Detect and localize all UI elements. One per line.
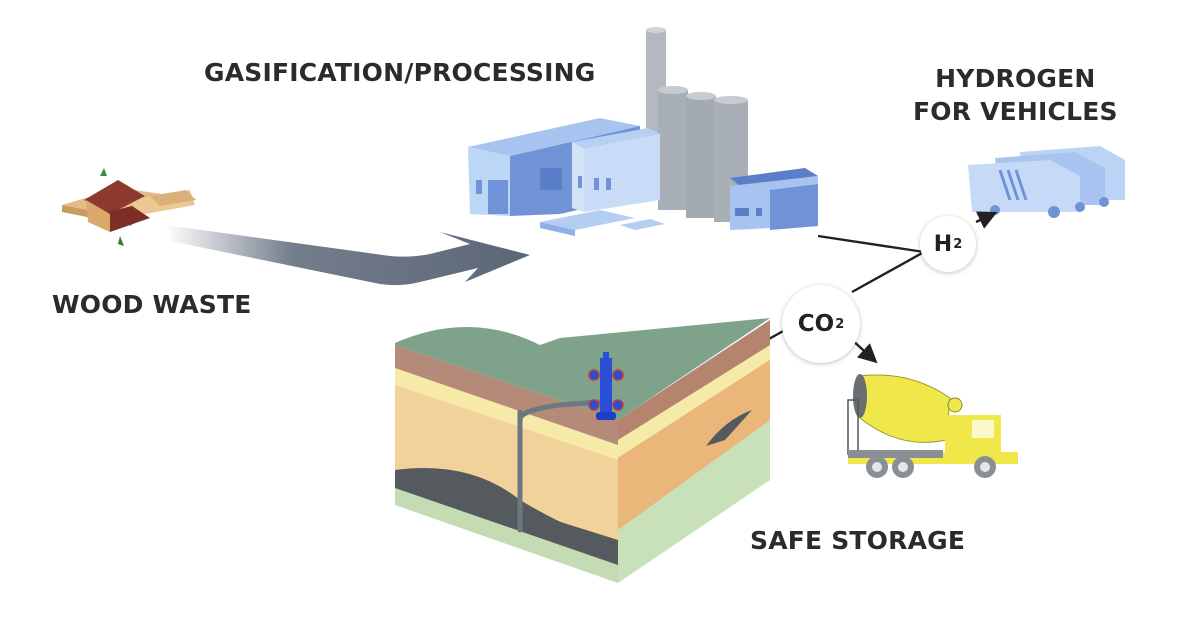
geologic-cross-section-icon bbox=[395, 318, 770, 583]
cement-mixer-icon bbox=[847, 374, 1018, 478]
h2-symbol: H bbox=[933, 231, 953, 257]
co2-subscript: 2 bbox=[835, 316, 845, 332]
wood-waste-label: WOOD WASTE bbox=[52, 290, 252, 319]
co2-symbol: CO bbox=[797, 311, 835, 337]
safe-storage-label: SAFE STORAGE bbox=[750, 526, 966, 555]
flow-arrow-icon bbox=[165, 225, 530, 286]
h2-subscript: 2 bbox=[953, 236, 963, 252]
wellhead-icon bbox=[588, 352, 624, 420]
hydrogen-label-line1: HYDROGEN bbox=[935, 64, 1096, 93]
gasification-label: GASIFICATION/PROCESSING bbox=[204, 58, 596, 87]
wood-pile-icon bbox=[62, 168, 196, 246]
hydrogen-label: HYDROGEN FOR VEHICLES bbox=[913, 62, 1118, 128]
hydrogen-label-line2: FOR VEHICLES bbox=[913, 97, 1118, 126]
factory-icon bbox=[468, 27, 818, 236]
trucks-icon bbox=[968, 146, 1125, 218]
